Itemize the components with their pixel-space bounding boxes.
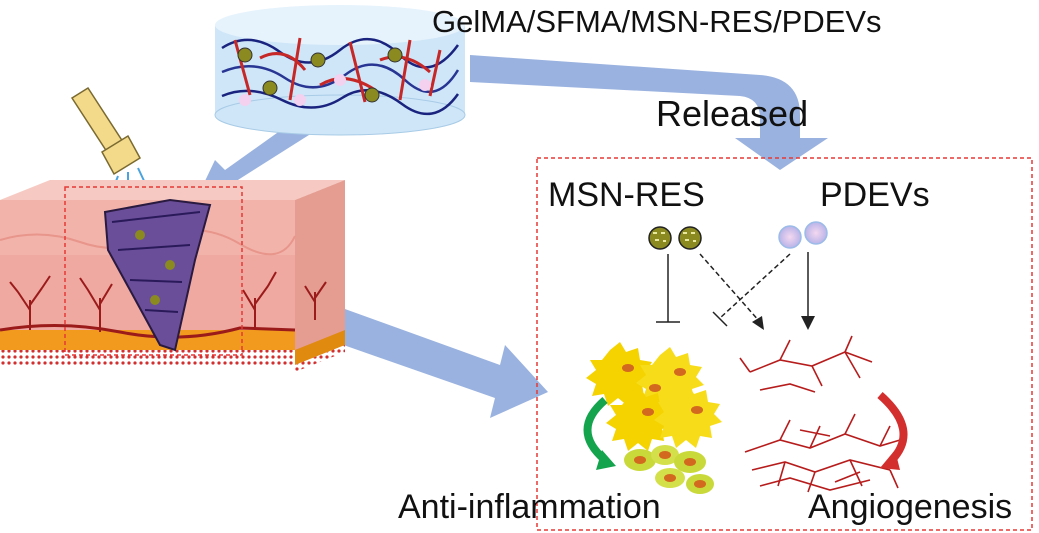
pdev-vesicle-icon	[778, 221, 828, 249]
flow-arrow-effect	[315, 300, 548, 418]
anti-inflammatory-cell-cluster	[624, 445, 714, 494]
released-label: Released	[656, 93, 809, 134]
skin-tissue-icon	[0, 180, 345, 372]
msn-particle-icon	[648, 226, 702, 250]
activation-arrow-icon	[699, 252, 815, 330]
red-curved-arrow	[877, 391, 908, 470]
green-curved-arrow	[583, 396, 616, 470]
angiogenesis-label: Angiogenesis	[808, 488, 1013, 526]
anti-inflammation-label: Anti-inflammation	[398, 488, 661, 526]
pdevs-label: PDEVs	[820, 176, 930, 214]
inhibition-arrow-icon	[656, 253, 791, 327]
flow-arrow-release	[470, 55, 828, 170]
hydrogel-name-label: GelMA/SFMA/MSN-RES/PDEVs	[432, 4, 882, 39]
vessel-network-sparse	[739, 335, 873, 393]
hydrogel-disc-icon	[214, 5, 466, 136]
wound-region-box	[64, 186, 243, 356]
flow-arrow-apply	[195, 113, 320, 202]
light-source-icon	[70, 86, 147, 193]
msn-res-label: MSN-RES	[548, 176, 705, 214]
mechanism-panel-box	[536, 157, 1033, 531]
inflammatory-cell-cluster	[586, 342, 722, 451]
vessel-network-dense	[744, 413, 901, 493]
